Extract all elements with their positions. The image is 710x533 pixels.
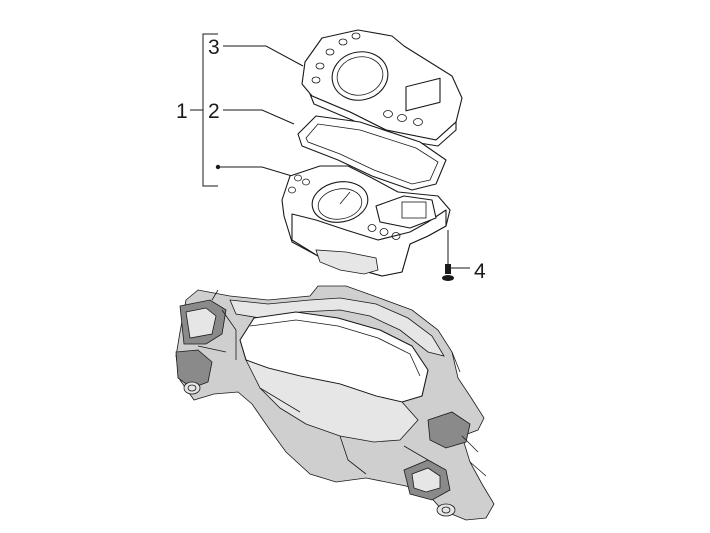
screw <box>442 230 454 281</box>
assembly-bracket <box>190 33 218 187</box>
callout-2-label: 2 <box>208 100 220 123</box>
leader-lines <box>215 45 470 269</box>
instrument-panel <box>281 165 451 277</box>
callout-1-label: 1 <box>176 100 188 123</box>
callout-4-label: 4 <box>474 260 486 283</box>
gasket <box>297 115 447 191</box>
instrument-cover <box>301 29 463 147</box>
callout-3-label: 3 <box>208 36 220 59</box>
handlebar-cover <box>175 285 495 521</box>
